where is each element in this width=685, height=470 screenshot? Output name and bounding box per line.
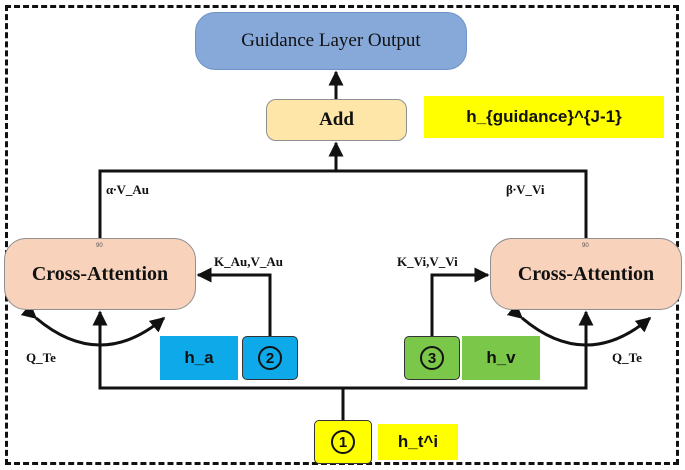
h-t-label: h_t^i (397, 432, 439, 451)
number-2-badge: 2 (258, 346, 282, 370)
bus-right (343, 310, 594, 390)
left-q-label: Q_Te (26, 350, 56, 365)
cross-attention-left-tiny: 90 (96, 243, 103, 249)
guidance-output-label: Guidance Layer Output (241, 30, 421, 51)
h-v-box: h_v (462, 336, 540, 380)
h-a-box: h_a (160, 336, 238, 380)
merge-line (98, 169, 588, 238)
h-v-label: h_v (486, 348, 516, 367)
cross-attention-right-tiny: 90 (582, 243, 589, 249)
add-box: Add (266, 99, 407, 141)
arrow-kv-right (430, 267, 490, 336)
cross-attention-right-title: Cross-Attention (517, 262, 655, 285)
right-weight-label: β∙V_Vi (506, 182, 545, 197)
audio-number-box: 2 (242, 336, 298, 380)
number-1-badge: 1 (331, 430, 355, 454)
arrow-q-left (20, 303, 166, 347)
cross-attention-left-title: Cross-Attention (31, 262, 169, 285)
text-number-box: 1 (314, 420, 372, 464)
guidance-output-box: Guidance Layer Output (195, 12, 467, 70)
number-3-badge: 3 (420, 346, 444, 370)
h-t-box: h_t^i (378, 424, 458, 460)
guidance-state-text: h_{guidance}^{J-1} (466, 107, 622, 126)
left-weight-label: α∙V_Au (106, 182, 150, 197)
visual-number-box: 3 (404, 336, 460, 380)
cross-attention-right: Cross-Attention (490, 238, 682, 310)
arrow-q-right (506, 303, 652, 347)
cross-attention-left: Cross-Attention (4, 238, 196, 310)
right-q-label: Q_Te (612, 350, 642, 365)
right-kv-label: K_Vi,V_Vi (397, 254, 458, 269)
h-a-label: h_a (184, 348, 214, 367)
bus-left (92, 310, 343, 390)
guidance-state-label: h_{guidance}^{J-1} (424, 96, 664, 138)
left-kv-label: K_Au,V_Au (214, 254, 283, 269)
arrow-kv-left (196, 267, 272, 336)
add-label: Add (319, 109, 354, 130)
